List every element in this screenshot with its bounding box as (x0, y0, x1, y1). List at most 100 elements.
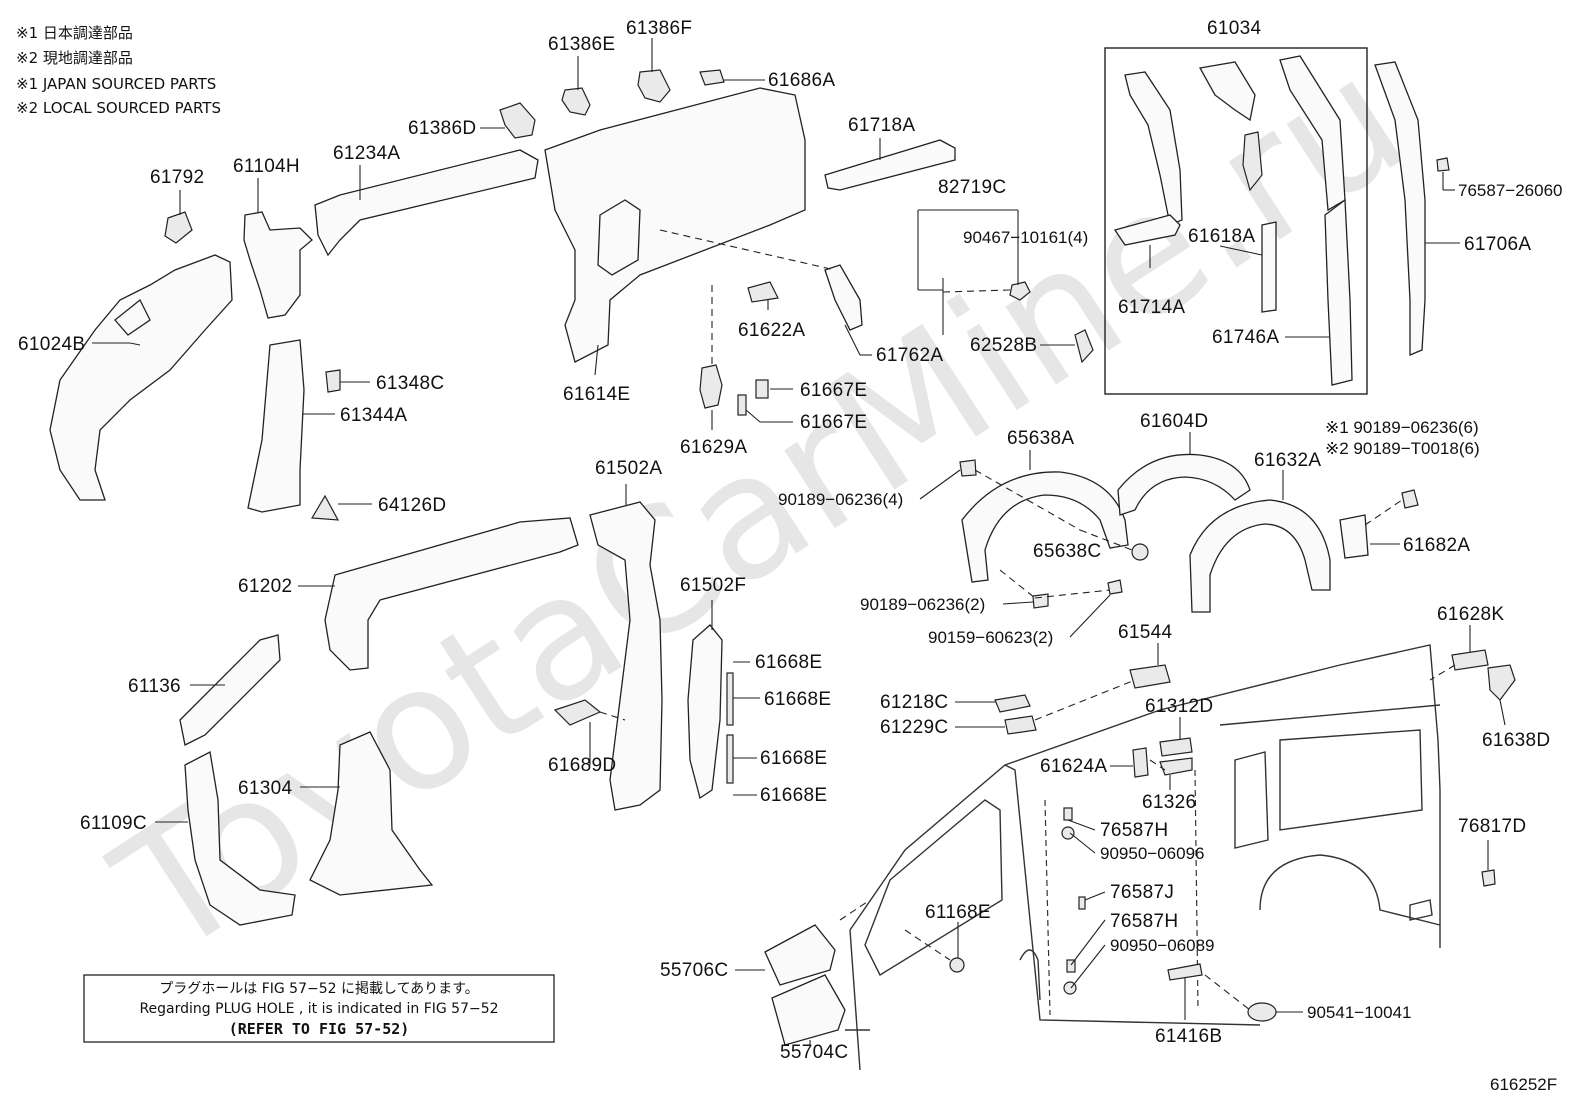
part-61109C (184, 751, 296, 926)
label-61348C: 61348C (376, 373, 444, 394)
part-61034-d (1242, 131, 1263, 192)
label-76817D: 76817D (1458, 816, 1526, 837)
label-61706A: 61706A (1464, 234, 1531, 255)
label-61104H: 61104H (233, 156, 300, 177)
part-61386F (637, 69, 671, 103)
label-61668E-4: 61668E (760, 785, 827, 806)
leader-lines (92, 38, 1506, 1045)
label-61714A: 61714A (1118, 297, 1185, 318)
label-76587J: 76587J (1110, 882, 1174, 903)
label-90189-06236-2: 90189−06236(2) (860, 595, 985, 614)
part-61502F (687, 624, 723, 800)
part-61614E-window (597, 199, 641, 276)
part-61614E (544, 87, 806, 363)
part-61792 (164, 211, 193, 244)
label-61312D: 61312D (1145, 696, 1213, 717)
part-61312D (1159, 737, 1193, 757)
label-90950-06096: 90950−06096 (1100, 844, 1204, 863)
label-61667E-1: 61667E (800, 380, 867, 401)
part-90189-clip-right (1401, 489, 1419, 509)
part-labels: 61386E 61386F 61686A 61386D 61234A 61104… (18, 18, 1562, 1063)
part-61348C (325, 369, 341, 393)
note-line-3: (REFER TO FIG 57-52) (229, 1020, 410, 1038)
part-90189-clip-2 (1032, 593, 1049, 609)
part-61326 (1159, 757, 1193, 776)
label-90159-60623-2: 90159−60623(2) (928, 628, 1053, 647)
part-61034-b (1198, 61, 1256, 122)
part-76587H-a (1063, 807, 1073, 821)
part-90950-06096 (1061, 826, 1075, 840)
label-76587H-2: 76587H (1110, 911, 1178, 932)
part-61762A (824, 264, 863, 331)
part-61604D (1117, 453, 1251, 516)
label-61628K: 61628K (1437, 604, 1504, 625)
label-61168E: 61168E (925, 902, 991, 923)
part-61718A (824, 139, 956, 191)
part-61502A (589, 501, 663, 811)
part-55704C (771, 974, 846, 1046)
label-61034: 61034 (1207, 18, 1261, 39)
part-61632A (1189, 499, 1331, 613)
part-61544 (1129, 664, 1171, 689)
part-64126D (310, 494, 340, 521)
part-61104H (243, 211, 313, 319)
part-61386E (561, 87, 591, 116)
label-65638A: 65638A (1007, 428, 1074, 449)
label-61344A: 61344A (340, 405, 407, 426)
part-61668E-a (726, 672, 734, 726)
part-61136 (179, 634, 281, 746)
part-61618A (1261, 221, 1277, 313)
label-62528B: 62528B (970, 335, 1037, 356)
label-61416B: 61416B (1155, 1026, 1222, 1047)
legend-line-4: ※2 LOCAL SOURCED PARTS (16, 99, 221, 117)
label-61792: 61792 (150, 167, 204, 188)
label-61234A: 61234A (333, 143, 400, 164)
label-61544: 61544 (1118, 622, 1172, 643)
label-61386D: 61386D (408, 118, 476, 139)
label-55704C: 55704C (780, 1042, 848, 1063)
label-61638D: 61638D (1482, 730, 1550, 751)
assembly-dashed-lines (599, 229, 1456, 1011)
note-box: プラグホールは FIG 57−52 に掲載してあります。 Regarding P… (83, 974, 555, 1043)
label-61386E: 61386E (548, 34, 615, 55)
label-61668E-2: 61668E (764, 689, 831, 710)
part-76587-26060 (1436, 157, 1450, 172)
part-61218C (994, 694, 1031, 713)
part-61628K (1451, 649, 1489, 671)
part-61304 (309, 731, 434, 896)
part-61622A (747, 281, 779, 303)
label-61624A: 61624A (1040, 756, 1107, 777)
label-61629A: 61629A (680, 437, 747, 458)
part-61686A (699, 69, 725, 86)
label-61689D: 61689D (548, 755, 616, 776)
part-65638A (961, 471, 1129, 583)
part-62528B (1074, 329, 1094, 364)
part-90159-bolt (1107, 579, 1123, 595)
label-61667E-2: 61667E (800, 412, 867, 433)
part-61667E-b (737, 394, 747, 416)
legend-line-1: ※1 日本調達部品 (16, 24, 133, 42)
label-55706C: 55706C (660, 960, 728, 981)
label-61668E-1: 61668E (755, 652, 822, 673)
label-61229C: 61229C (880, 717, 948, 738)
diagram-code: 616252F (1490, 1075, 1557, 1094)
label-61746A: 61746A (1212, 327, 1279, 348)
label-61218C: 61218C (880, 692, 948, 713)
part-61416B (1167, 963, 1203, 981)
label-61622A: 61622A (738, 320, 805, 341)
legend-line-2: ※2 現地調達部品 (16, 49, 133, 67)
part-61386D (499, 102, 536, 139)
label-61632A: 61632A (1254, 450, 1321, 471)
part-76587H-b (1066, 959, 1076, 973)
label-61304: 61304 (238, 778, 292, 799)
label-61686A: 61686A (768, 70, 835, 91)
part-90541-10041 (1247, 1002, 1277, 1022)
label-65638C: 65638C (1033, 541, 1101, 562)
note-line-2: Regarding PLUG HOLE , it is indicated in… (139, 1001, 498, 1017)
label-90189-T0018-6: ※2 90189−T0018(6) (1325, 439, 1480, 458)
part-90189-clip-4 (959, 459, 977, 477)
part-61034-c (1279, 55, 1346, 212)
label-61668E-3: 61668E (760, 748, 827, 769)
part-55706C (764, 924, 836, 986)
legend-line-3: ※1 JAPAN SOURCED PARTS (16, 75, 216, 93)
